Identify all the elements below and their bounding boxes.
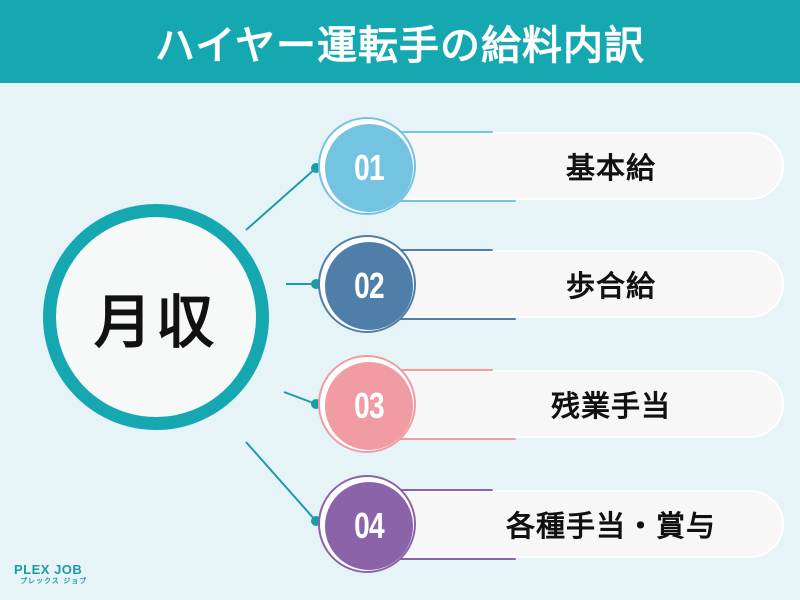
number-badge-ring: 01: [318, 117, 416, 215]
number-badge-ring: 02: [318, 235, 416, 333]
title-banner: ハイヤー運転手の給料内訳: [0, 0, 800, 83]
hub-label: 月収: [93, 288, 218, 356]
number-badge: 04: [325, 482, 413, 570]
accent-line-top: [398, 249, 493, 251]
number-badge: 01: [325, 124, 413, 212]
item-label: 歩合給: [565, 269, 656, 303]
accent-line-top: [398, 369, 493, 371]
number-badge-ring: 03: [318, 355, 416, 453]
number-badge: 02: [325, 242, 413, 330]
accent-line-bottom: [398, 558, 516, 560]
connector-line-04: [245, 441, 317, 522]
item-pill: 基本給: [378, 132, 784, 200]
accent-line-top: [398, 489, 493, 491]
item-pill: 各種手当・賞与: [378, 490, 784, 558]
salary-item-02: 歩合給 02: [318, 235, 788, 335]
number-badge: 03: [325, 362, 413, 450]
item-label: 各種手当・賞与: [505, 509, 716, 543]
item-label: 残業手当: [550, 389, 671, 423]
salary-item-01: 基本給 01: [318, 117, 788, 217]
accent-line-bottom: [398, 438, 516, 440]
monthly-income-hub: 月収: [43, 204, 269, 430]
item-pill: 残業手当: [378, 370, 784, 438]
accent-line-bottom: [398, 318, 516, 320]
accent-line-top: [398, 131, 493, 133]
accent-line-bottom: [398, 200, 516, 202]
connector-line-03: [283, 391, 317, 405]
item-label: 基本給: [565, 151, 656, 185]
salary-item-03: 残業手当 03: [318, 355, 788, 455]
item-number: 04: [354, 505, 384, 546]
plex-job-logo: PLEX JOB プレックス ジョブ: [14, 563, 87, 586]
logo-katakana: プレックス ジョブ: [20, 577, 88, 585]
logo-wordmark: PLEX JOB: [14, 562, 83, 577]
item-pill: 歩合給: [378, 250, 784, 318]
number-badge-ring: 04: [318, 475, 416, 573]
item-number: 03: [354, 385, 384, 426]
item-number: 01: [354, 147, 384, 188]
item-number: 02: [354, 265, 384, 306]
connector-line-01: [245, 167, 317, 231]
page-title: ハイヤー運転手の給料内訳: [155, 22, 645, 69]
salary-item-04: 各種手当・賞与 04: [318, 475, 788, 575]
